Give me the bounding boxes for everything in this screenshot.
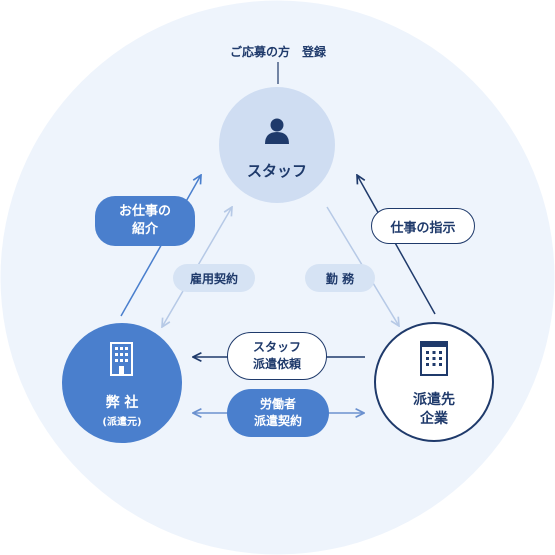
dispatch-contract-line1: 労働者 (259, 397, 296, 411)
staff-request-pill: スタッフ 派遣依頼 (227, 332, 327, 380)
header-label: ご応募の方 登録 (229, 45, 326, 59)
client-node (374, 322, 494, 442)
job-introduction-line2: 紹介 (131, 222, 158, 237)
duty-pill: 勤 務 (305, 264, 375, 292)
staff-label: スタッフ (246, 162, 307, 180)
company-label: 弊 社 (105, 395, 139, 411)
client-label-line2: 企業 (420, 411, 448, 427)
staff-request-line1: スタッフ (252, 340, 301, 354)
staff-node (219, 87, 335, 203)
staff-request-line2: 派遣依頼 (252, 357, 301, 371)
work-instruction-label: 仕事の指示 (390, 220, 456, 236)
dispatch-contract-line2: 派遣契約 (253, 414, 302, 428)
work-instruction-arrow (357, 175, 436, 315)
employment-contract-pill: 雇用契約 (173, 264, 255, 292)
work-instruction-pill: 仕事の指示 (371, 208, 475, 244)
building-icon (110, 342, 133, 376)
company-node (62, 323, 182, 443)
job-introduction-line1: お仕事の (118, 204, 171, 219)
person-icon (265, 118, 289, 144)
job-introduction-pill: お仕事の 紹介 (95, 196, 195, 246)
client-label-line1: 派遣先 (413, 392, 455, 408)
building-icon (420, 341, 448, 376)
duty-label: 勤 務 (325, 271, 355, 286)
dispatch-contract-pill: 労働者 派遣契約 (227, 389, 329, 437)
employment-contract-label: 雇用契約 (189, 271, 238, 286)
company-sublabel: (派遣元) (102, 417, 142, 428)
